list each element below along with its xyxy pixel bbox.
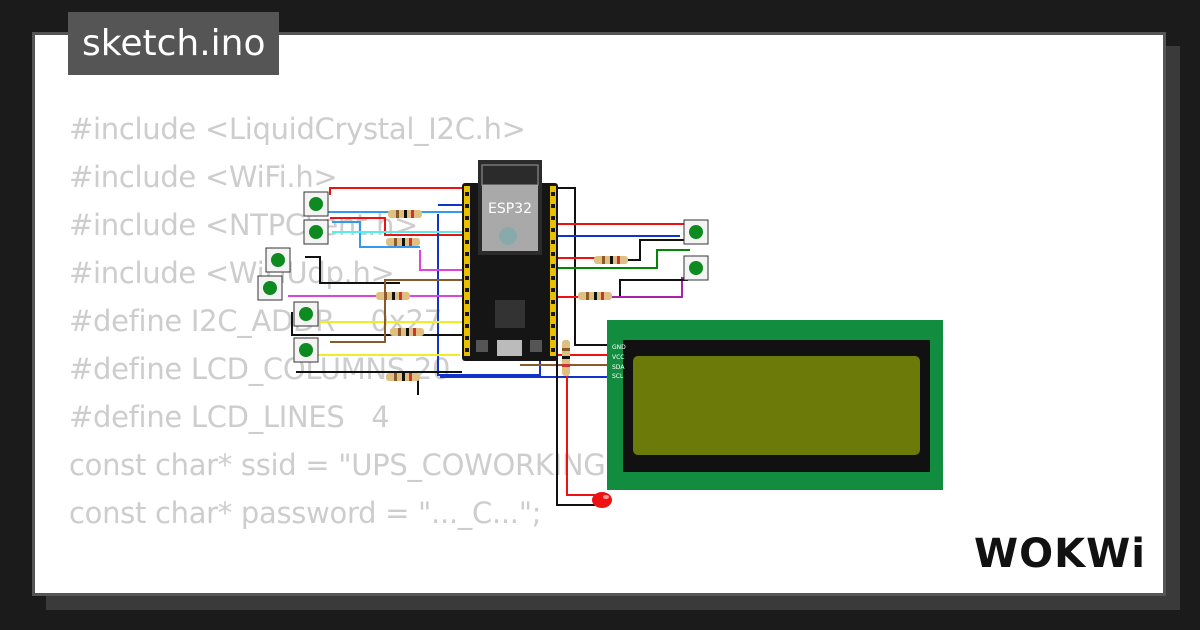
push-buttons[interactable]: [257, 191, 709, 363]
resistor: [562, 340, 570, 376]
svg-text:GND: GND: [612, 344, 626, 351]
resistor: [594, 256, 628, 264]
svg-text:VCC: VCC: [612, 354, 624, 361]
code-line: #include <LiquidCrystal_I2C.h>: [69, 112, 526, 146]
resistor: [386, 373, 420, 381]
resistor: [578, 292, 612, 300]
lcd-pin-labels: GND VCC SDA SCL: [612, 344, 626, 380]
file-tab[interactable]: sketch.ino: [68, 12, 280, 75]
wokwi-logo: WOKWi: [974, 531, 1146, 577]
push-button: [303, 219, 329, 245]
resistor: [388, 210, 422, 218]
board-pins: [464, 186, 556, 356]
resistors[interactable]: [376, 210, 628, 381]
code-line: const char* ssid = "UPS_COWORKING";: [69, 448, 628, 482]
board-label: ESP32: [488, 201, 532, 217]
code-card: #include <LiquidCrystal_I2C.h> #include <…: [32, 32, 1166, 596]
svg-text:SCL: SCL: [612, 373, 624, 380]
push-button: [683, 219, 709, 245]
led[interactable]: [592, 492, 612, 508]
code-line: #include <WiFi.h>: [69, 160, 338, 194]
esp32-board[interactable]: ESP32: [462, 160, 558, 361]
lcd-display[interactable]: GND VCC SDA SCL: [607, 320, 943, 490]
svg-text:SDA: SDA: [612, 364, 625, 371]
code-line: #define LCD_LINES 4: [69, 400, 390, 434]
push-button: [265, 247, 291, 273]
push-button: [683, 255, 709, 281]
push-button: [293, 337, 319, 363]
push-button: [257, 275, 283, 301]
resistor: [390, 328, 424, 336]
code-line: #include <WiFiUdp.h>: [69, 256, 395, 290]
svg-text:WOKWi: WOKWi: [974, 531, 1146, 577]
resistor: [376, 292, 410, 300]
push-button: [293, 301, 319, 327]
resistor: [386, 238, 420, 246]
code-line: const char* password = "..._C...";: [69, 496, 542, 530]
push-button: [303, 191, 329, 217]
